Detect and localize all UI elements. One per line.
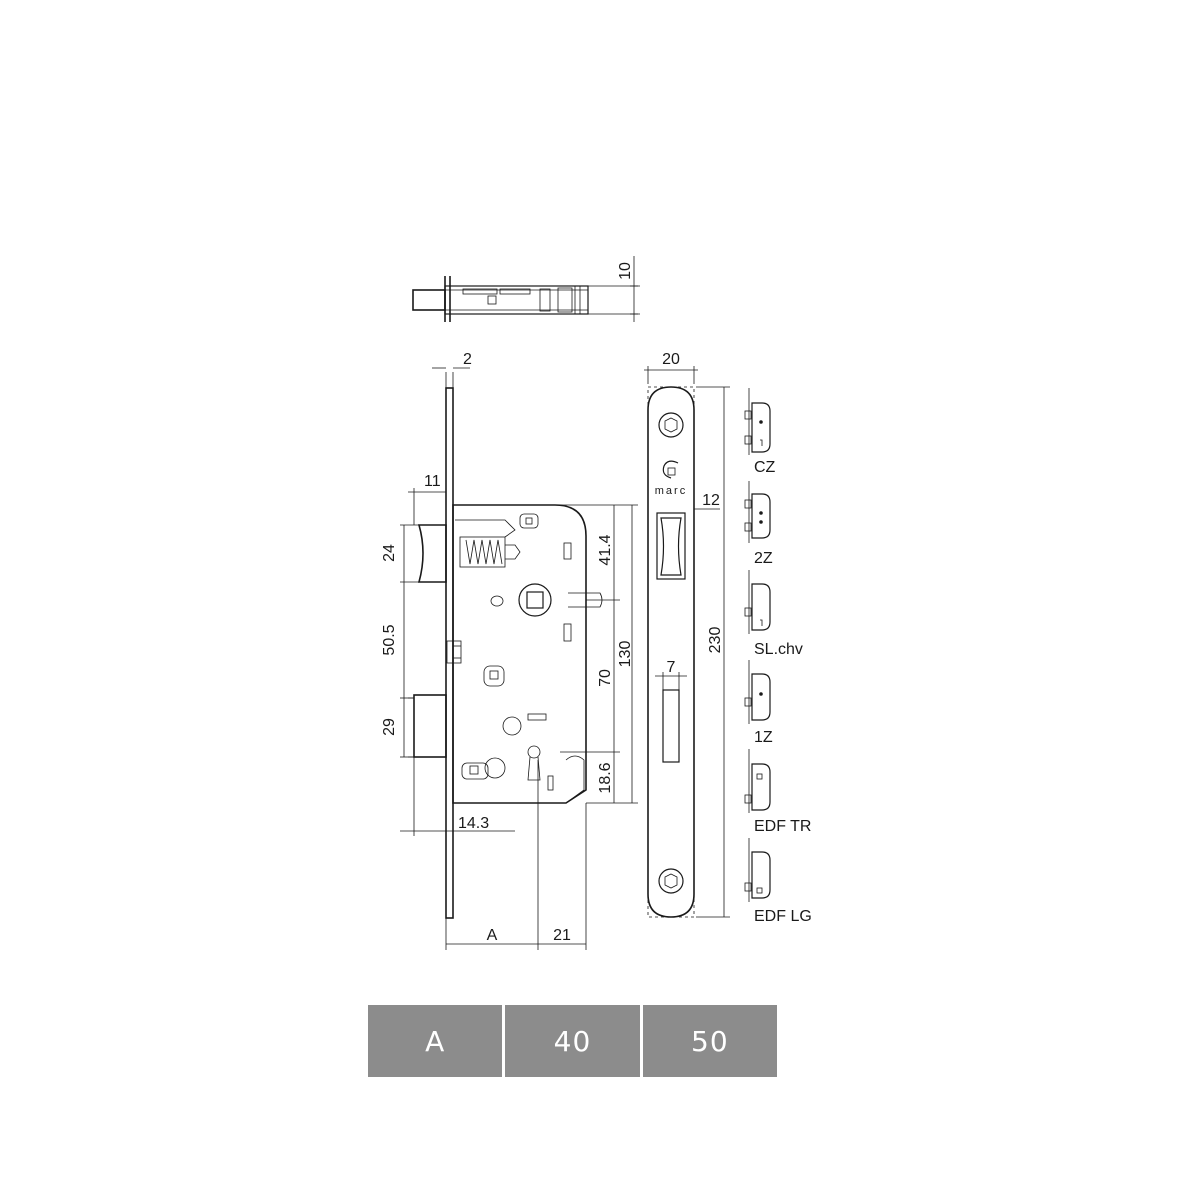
dim-key-offset: 21 (553, 927, 571, 944)
backset-table: A 40 50 (368, 1005, 777, 1077)
dim-strike-offset: 12 (702, 492, 720, 509)
dim-follower-to-deadbolt: 50.5 (381, 624, 398, 655)
variant-edflg: EDF LG (744, 838, 812, 925)
dim-faceplate-thickness: 2 (463, 351, 472, 368)
variant-label-edflg: EDF LG (754, 908, 812, 925)
dim-key-to-bottom: 18.6 (597, 762, 614, 793)
faceplate-view: 20 marc 12 7 230 (644, 351, 730, 918)
dim-follower-to-key: 70 (597, 669, 614, 687)
marc-logo-text: marc (655, 485, 687, 497)
variant-label-1z: 1Z (754, 729, 773, 746)
variant-cz: CZ (744, 388, 776, 476)
variant-slchv: SL.chv (744, 570, 803, 658)
front-view: 2 11 (381, 351, 638, 950)
dim-case-height: 130 (617, 641, 634, 668)
variant-label-slchv: SL.chv (754, 641, 803, 658)
variant-edftr: EDF TR (744, 749, 811, 835)
variant-label-2z: 2Z (754, 550, 773, 567)
table-cell-label: A (368, 1005, 503, 1077)
dim-top-thickness: 10 (617, 262, 634, 280)
variant-1z: 1Z (744, 660, 773, 746)
dim-faceplate-width: 20 (662, 351, 680, 368)
variant-label-cz: CZ (754, 459, 776, 476)
dim-latch-height: 24 (381, 544, 398, 562)
table-cell-50: 50 (642, 1005, 777, 1077)
dim-deadbolt-height: 29 (381, 718, 398, 736)
variant-label-edftr: EDF TR (754, 818, 811, 835)
table-cell-40: 40 (505, 1005, 640, 1077)
dim-backset: A (487, 927, 498, 944)
top-view: 10 (412, 256, 640, 322)
variant-2z: 2Z (744, 481, 773, 567)
dim-deadbolt-projection: 14.3 (458, 815, 489, 832)
dim-latch-projection: 11 (424, 473, 441, 490)
dim-faceplate-length: 230 (707, 627, 724, 654)
marc-logo: marc (655, 460, 687, 497)
dim-latch-to-follower: 41.4 (597, 534, 614, 565)
dim-slot-width: 7 (667, 659, 676, 676)
